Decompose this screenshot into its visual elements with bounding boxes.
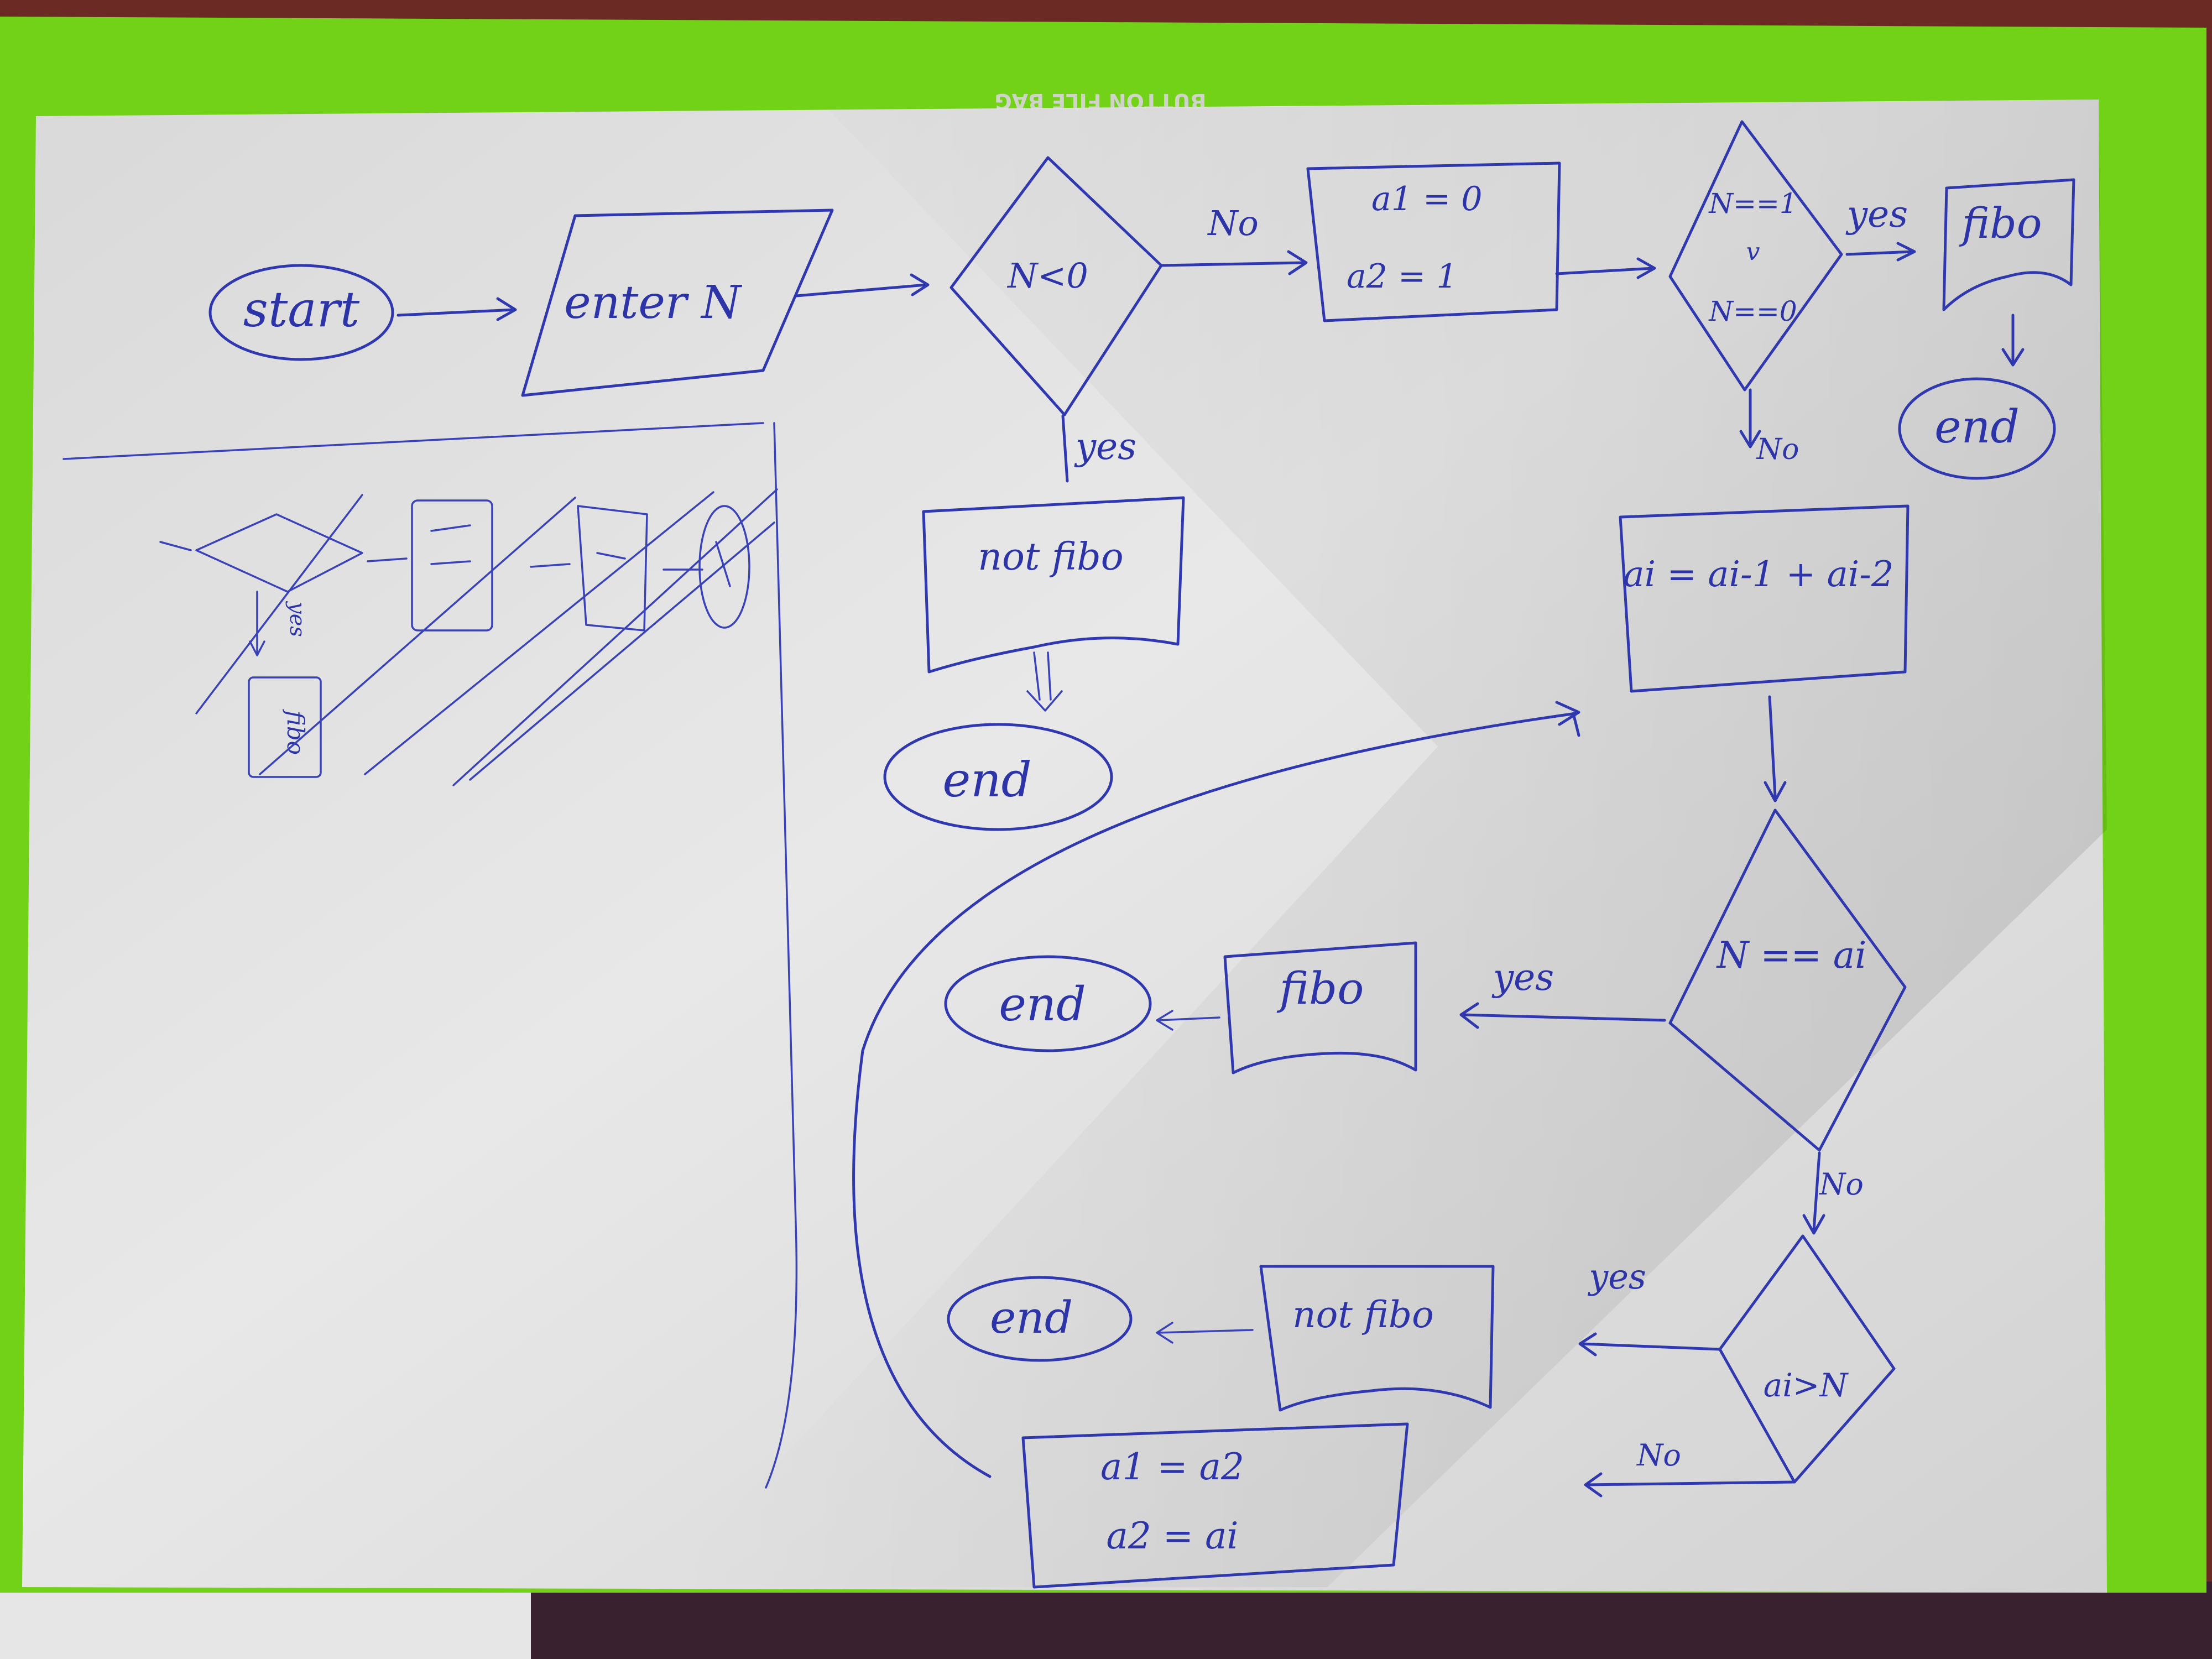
arrow-start-to-input xyxy=(397,297,517,321)
shift-line1-label: a1 = a2 xyxy=(1100,1446,1244,1488)
arrow-sum-to-equal xyxy=(1764,695,1787,802)
output-fibo-1-label: fibo xyxy=(1959,199,2042,248)
end-terminal-3 xyxy=(944,955,1152,1052)
output-fibo-2-label: fibo xyxy=(1277,963,1364,1014)
label-yes-2: yes xyxy=(1845,193,1908,236)
shift-line2-label: a2 = ai xyxy=(1106,1515,1238,1557)
decision-equal-label: N == ai xyxy=(1716,934,1867,977)
label-no-4: No xyxy=(1636,1438,1681,1473)
arrow-not-fibo-to-end-2 xyxy=(1026,651,1063,712)
decision-greater-label: ai>N xyxy=(1764,1366,1849,1404)
divider-vertical xyxy=(765,422,798,1489)
decision-equal xyxy=(1668,808,1907,1152)
svg-text:fibo: fibo xyxy=(282,709,309,755)
decision-negative-label: N<0 xyxy=(1006,255,1088,296)
end-terminal-1 xyxy=(1898,377,2056,480)
white-paper-corner xyxy=(0,1587,531,1659)
end-4-label: end xyxy=(990,1292,1073,1343)
start-terminal xyxy=(208,264,394,361)
decision-negative xyxy=(950,156,1163,416)
input-label: enter N xyxy=(564,276,743,329)
arrow-yes-to-fibo-2 xyxy=(1459,1002,1666,1029)
output-not-fibo-2-label: not fibo xyxy=(1292,1293,1434,1336)
decision-small-line3: N==0 xyxy=(1708,295,1797,327)
scratch-crossed-flowchart: yes fibo xyxy=(159,488,778,786)
arrow-no-to-init xyxy=(1160,250,1308,275)
end-2-label: end xyxy=(942,753,1031,808)
arrow-no-down-small xyxy=(1739,388,1761,448)
end-terminal-4 xyxy=(947,1276,1133,1362)
decision-small-line2: v xyxy=(1746,238,1760,266)
label-no-3: No xyxy=(1818,1167,1864,1202)
process-sum-box xyxy=(1619,504,1910,693)
output-not-fibo-2 xyxy=(1259,1265,1495,1412)
decision-small-line1: N==1 xyxy=(1708,187,1797,220)
label-no-2: No xyxy=(1756,433,1799,466)
input-parallelogram xyxy=(521,208,834,397)
output-not-fibo-1 xyxy=(922,496,1185,674)
arrow-fibo-to-end-1 xyxy=(2001,314,2025,367)
arrow-init-to-small-decision xyxy=(1555,257,1656,279)
end-1-label: end xyxy=(1934,401,2020,453)
shift-process-box xyxy=(1021,1422,1409,1589)
output-fibo-1 xyxy=(1942,178,2075,311)
output-not-fibo-1-label: not fibo xyxy=(978,535,1124,579)
arrow-loop-back-to-sum xyxy=(852,701,1580,1478)
arrow-not-fibo-to-end-4 xyxy=(1156,1322,1254,1344)
decision-small-n xyxy=(1668,120,1843,392)
arrow-yes-to-fibo-1 xyxy=(1845,242,1916,262)
label-yes-1: yes xyxy=(1074,425,1136,468)
process-sum-label: ai = ai-1 + ai-2 xyxy=(1623,554,1893,595)
label-no-1: No xyxy=(1207,203,1259,243)
label-yes-3: yes xyxy=(1491,956,1554,999)
label-yes-4: yes xyxy=(1587,1256,1646,1297)
arrow-no-to-shift xyxy=(1584,1472,1796,1498)
arrow-fibo-to-end-3 xyxy=(1156,1010,1220,1031)
init-a1-label: a1 = 0 xyxy=(1371,180,1483,218)
divider-horizontal xyxy=(62,422,764,460)
end-3-label: end xyxy=(999,977,1086,1031)
arrow-yes-to-not-fibo-2 xyxy=(1578,1332,1721,1357)
start-label: start xyxy=(243,281,360,338)
arrow-yes-to-not-fibo xyxy=(1061,414,1069,483)
init-a2-label: a2 = 1 xyxy=(1347,257,1458,296)
arrow-no-to-greater xyxy=(1802,1151,1825,1235)
arrow-input-to-decision xyxy=(795,273,930,298)
svg-text:yes: yes xyxy=(285,601,310,637)
output-fibo-2 xyxy=(1223,941,1417,1074)
init-process-box xyxy=(1306,161,1561,322)
paper-shadow-band xyxy=(664,100,2107,1587)
end-terminal-2 xyxy=(883,723,1113,831)
